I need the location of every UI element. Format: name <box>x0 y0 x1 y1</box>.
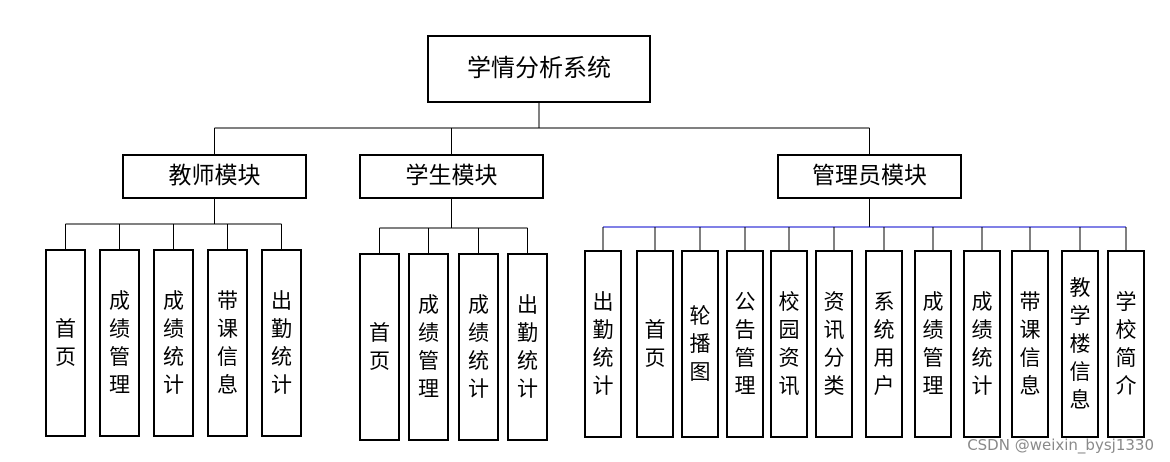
leaf-label: 带课信息 <box>217 289 238 397</box>
root-box <box>427 35 651 103</box>
leaf-node-admin: 轮播图 <box>681 250 719 438</box>
leaf-node-admin: 出勤统计 <box>584 250 622 438</box>
leaf-label: 首页 <box>369 321 390 373</box>
module-node-teacher: 教师模块 <box>122 154 307 199</box>
leaf-label: 首页 <box>645 318 666 370</box>
leaf-box <box>636 250 674 438</box>
leaf-node-student: 成绩统计 <box>458 253 499 441</box>
leaf-label: 成绩管理 <box>418 293 439 401</box>
connector-lines <box>65 102 1127 254</box>
leaf-label: 出勤统计 <box>517 293 538 401</box>
leaf-box <box>914 250 952 438</box>
leaf-box <box>408 253 449 441</box>
leaf-box <box>1061 250 1099 438</box>
leaf-label: 公告管理 <box>735 290 756 398</box>
leaf-nodes: 首页成绩管理成绩统计带课信息出勤统计首页成绩管理成绩统计出勤统计出勤统计首页轮播… <box>45 249 1145 441</box>
leaf-node-student: 出勤统计 <box>507 253 548 441</box>
leaf-box <box>726 250 764 438</box>
leaf-label: 轮播图 <box>690 304 711 384</box>
leaf-box <box>963 250 1001 438</box>
leaf-node-teacher: 带课信息 <box>207 249 248 437</box>
leaf-node-teacher: 成绩管理 <box>99 249 140 437</box>
root-node: 学情分析系统 <box>427 35 651 103</box>
watermark: CSDN @weixin_bysj1330 <box>967 436 1154 454</box>
leaf-node-admin: 成绩管理 <box>914 250 952 438</box>
leaf-node-admin: 公告管理 <box>726 250 764 438</box>
leaf-box <box>1107 250 1145 438</box>
module-label-student: 学生模块 <box>406 163 498 189</box>
leaf-label: 首页 <box>55 317 76 369</box>
module-box-teacher <box>122 154 307 199</box>
leaf-label: 成绩统计 <box>163 289 184 397</box>
leaf-node-student: 成绩管理 <box>408 253 449 441</box>
leaf-box <box>99 249 140 437</box>
leaf-label: 学校简介 <box>1116 290 1137 398</box>
leaf-label: 出勤统计 <box>271 289 292 397</box>
leaf-box <box>359 253 400 441</box>
leaf-node-admin: 校园资讯 <box>770 250 808 438</box>
module-node-admin: 管理员模块 <box>777 154 962 199</box>
root-label: 学情分析系统 <box>467 54 611 82</box>
leaf-node-admin: 系统用户 <box>865 250 903 438</box>
leaf-box <box>261 249 302 437</box>
leaf-node-teacher: 成绩统计 <box>153 249 194 437</box>
leaf-label: 校园资讯 <box>779 290 800 398</box>
leaf-label: 带课信息 <box>1020 290 1041 398</box>
leaf-node-admin: 学校简介 <box>1107 250 1145 438</box>
module-box-student <box>359 154 544 199</box>
leaf-label: 成绩管理 <box>109 289 130 397</box>
leaf-box <box>584 250 622 438</box>
leaf-label: 成绩统计 <box>468 293 489 401</box>
leaf-label: 系统用户 <box>874 290 895 398</box>
leaf-box <box>207 249 248 437</box>
leaf-box <box>770 250 808 438</box>
leaf-label: 资讯分类 <box>824 290 845 398</box>
leaf-label: 出勤统计 <box>593 290 614 398</box>
leaf-box <box>681 250 719 438</box>
leaf-box <box>865 250 903 438</box>
leaf-box <box>153 249 194 437</box>
module-label-teacher: 教师模块 <box>169 163 261 189</box>
leaf-label: 教学楼信息 <box>1070 276 1091 412</box>
leaf-label: 成绩管理 <box>923 290 944 398</box>
leaf-node-teacher: 首页 <box>45 249 86 437</box>
leaf-box <box>815 250 853 438</box>
leaf-node-admin: 资讯分类 <box>815 250 853 438</box>
module-box-admin <box>777 154 962 199</box>
leaf-node-admin: 带课信息 <box>1011 250 1049 438</box>
leaf-node-teacher: 出勤统计 <box>261 249 302 437</box>
leaf-label: 成绩统计 <box>972 290 993 398</box>
module-node-student: 学生模块 <box>359 154 544 199</box>
leaf-node-admin: 教学楼信息 <box>1061 250 1099 438</box>
module-label-admin: 管理员模块 <box>812 163 927 189</box>
leaf-box <box>458 253 499 441</box>
leaf-box <box>507 253 548 441</box>
leaf-node-admin: 首页 <box>636 250 674 438</box>
leaf-box <box>45 249 86 437</box>
leaf-node-student: 首页 <box>359 253 400 441</box>
leaf-box <box>1011 250 1049 438</box>
leaf-node-admin: 成绩统计 <box>963 250 1001 438</box>
